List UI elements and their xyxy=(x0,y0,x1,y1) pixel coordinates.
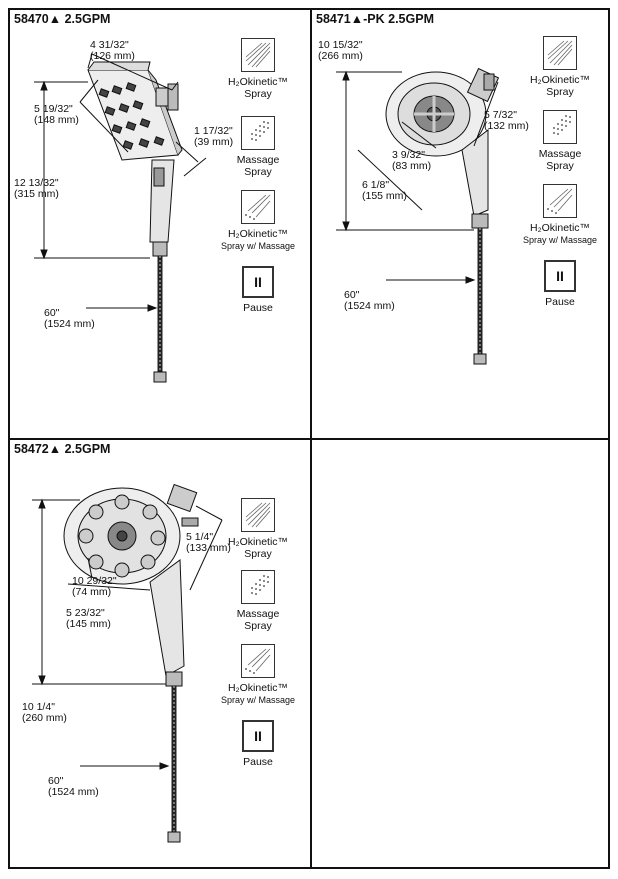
model-title: 58471▲-PK 2.5GPM xyxy=(316,12,434,26)
dimension-depth: 1 17/32" (39 mm) xyxy=(194,125,234,148)
dimension-hose: 60" (1524 mm) xyxy=(48,775,99,798)
pause-icon: II xyxy=(544,260,576,292)
dimension-head-length: 5 19/32" (148 mm) xyxy=(34,103,79,126)
h2okinetic-massage-icon xyxy=(241,644,275,678)
dimension-width: 4 31/32" (126 mm) xyxy=(90,39,135,62)
dimension-face: 3 9/32" (83 mm) xyxy=(392,149,432,172)
h2okinetic-spray-icon xyxy=(241,38,275,72)
dimension-height: 12 13/32" (315 mm) xyxy=(14,177,59,200)
mode-massage-spray: Massage Spray xyxy=(216,116,300,178)
mode-h2okinetic-spray: H₂Okinetic™ Spray xyxy=(216,38,300,100)
model-title: 58470▲ 2.5GPM xyxy=(14,12,111,26)
mode-pause: II Pause xyxy=(216,266,300,314)
dimension-hose: 60" (1524 mm) xyxy=(344,289,395,312)
panel-empty xyxy=(312,440,610,869)
h2okinetic-spray-icon xyxy=(543,36,577,70)
mode-h2okinetic-massage: H₂Okinetic™ Spray w/ Massage xyxy=(518,184,602,246)
showerhead-drawing-58471 xyxy=(336,67,500,365)
panel-58472: 58472▲ 2.5GPM xyxy=(10,440,310,869)
massage-spray-icon xyxy=(241,116,275,150)
showerhead-drawing-58470 xyxy=(34,53,207,383)
mode-massage-spray: Massage Spray xyxy=(518,110,602,172)
dimension-head-diameter: 6 1/8" (155 mm) xyxy=(362,179,407,202)
pause-icon: II xyxy=(242,720,274,752)
spec-sheet: 58470▲ 2.5GPM xyxy=(8,8,610,869)
showerhead-drawing-58472 xyxy=(32,483,223,843)
massage-spray-icon xyxy=(543,110,577,144)
mode-pause: II Pause xyxy=(216,720,300,768)
mode-pause: II Pause xyxy=(518,260,602,308)
mode-h2okinetic-massage: H₂Okinetic™ Spray w/ Massage xyxy=(216,644,300,706)
dimension-depth: 5 7/32" (132 mm) xyxy=(484,109,529,132)
dimension-height: 10 1/4" (260 mm) xyxy=(22,701,67,724)
dimension-hose: 60" (1524 mm) xyxy=(44,307,95,330)
panel-58471-pk: 58471▲-PK 2.5GPM xyxy=(312,10,610,438)
mode-h2okinetic-spray: H₂Okinetic™ Spray xyxy=(518,36,602,98)
h2okinetic-massage-icon xyxy=(543,184,577,218)
mode-h2okinetic-massage: H₂Okinetic™ Spray w/ Massage xyxy=(216,190,300,252)
horizontal-divider xyxy=(10,438,608,440)
pause-icon: II xyxy=(242,266,274,298)
dimension-head-diameter: 5 23/32" (145 mm) xyxy=(66,607,111,630)
h2okinetic-massage-icon xyxy=(241,190,275,224)
mode-h2okinetic-spray: H₂Okinetic™ Spray xyxy=(216,498,300,560)
model-title: 58472▲ 2.5GPM xyxy=(14,442,111,456)
dimension-face: 10 29/32" (74 mm) xyxy=(72,575,117,598)
h2okinetic-spray-icon xyxy=(241,498,275,532)
dimension-height: 10 15/32" (266 mm) xyxy=(318,39,363,62)
mode-massage-spray: Massage Spray xyxy=(216,570,300,632)
massage-spray-icon xyxy=(241,570,275,604)
panel-58470: 58470▲ 2.5GPM xyxy=(10,10,310,438)
dimension-depth: 5 1/4" (133 mm) xyxy=(186,531,231,554)
